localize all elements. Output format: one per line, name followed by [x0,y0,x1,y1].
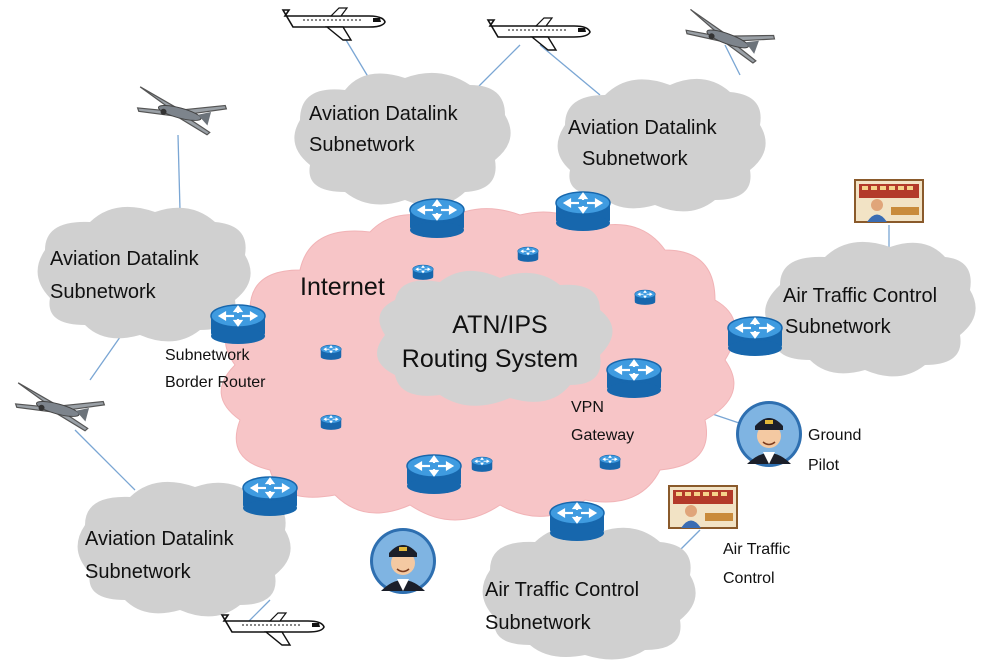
ground-pilot-line2: Pilot [808,457,840,474]
router-icon [241,475,299,518]
datalink-tr-line1: Aviation Datalink [568,117,718,139]
vpn-gateway-line2: Gateway [571,427,634,444]
small-router-icon [634,289,656,306]
atc-right-line2: Subnetwork [785,316,892,338]
small-router-icon [517,246,539,263]
drone-icon [679,5,777,68]
ground-pilot-icon [735,400,803,468]
datalink-tr-line2: Subnetwork [582,148,689,170]
atc-label-line2: Control [723,570,775,587]
border-router-line1: Subnetwork [165,347,250,364]
pilot-icon [369,527,437,595]
vpn-gateway-line1: VPN [571,399,604,416]
atc-right-line1: Air Traffic Control [783,285,937,307]
small-router-icon [320,344,342,361]
datalink-cloud-top-right [557,78,766,212]
atc-cloud-bottom [482,526,696,660]
airliner-icon [487,17,591,51]
atc-controller-icon [854,179,924,223]
atc-bottom-line2: Subnetwork [485,612,592,634]
drone-icon [10,378,106,435]
internet-label: Internet [300,273,385,301]
drone-icon [132,82,228,139]
router-icon [548,500,606,543]
router-icon [405,453,463,496]
small-router-icon [320,414,342,431]
datalink-cloud-bottom-left [77,481,291,617]
atc-cloud-right [765,241,976,377]
router-icon [554,190,612,233]
vpn-gateway-router-icon [605,357,663,400]
small-router-icon [599,454,621,471]
airliner-icon [282,7,386,41]
datalink-cloud-mid-left [37,206,251,342]
small-router-icon [412,264,434,281]
airliner-icon [221,612,325,646]
border-router-line2: Border Router [165,374,266,391]
core-label-line2: Routing System [402,345,578,373]
router-icon [408,197,466,240]
datalink-bl-line2: Subnetwork [85,561,192,583]
atc-label-line1: Air Traffic [723,541,790,558]
small-router-icon [471,456,493,473]
ground-pilot-line1: Ground [808,427,861,444]
datalink-bl-line1: Aviation Datalink [85,528,235,550]
border-router-icon [209,303,267,346]
core-routing-cloud [377,270,613,406]
atc-bottom-line1: Air Traffic Control [485,579,639,601]
datalink-tl-line2: Subnetwork [309,134,416,156]
datalink-tl-line1: Aviation Datalink [309,103,459,125]
core-label-line1: ATN/IPS [452,311,547,339]
datalink-ml-line1: Aviation Datalink [50,248,200,270]
datalink-ml-line2: Subnetwork [50,281,157,303]
atc-controller-icon [668,485,738,529]
router-icon [726,315,784,358]
datalink-cloud-top-left [294,72,511,206]
